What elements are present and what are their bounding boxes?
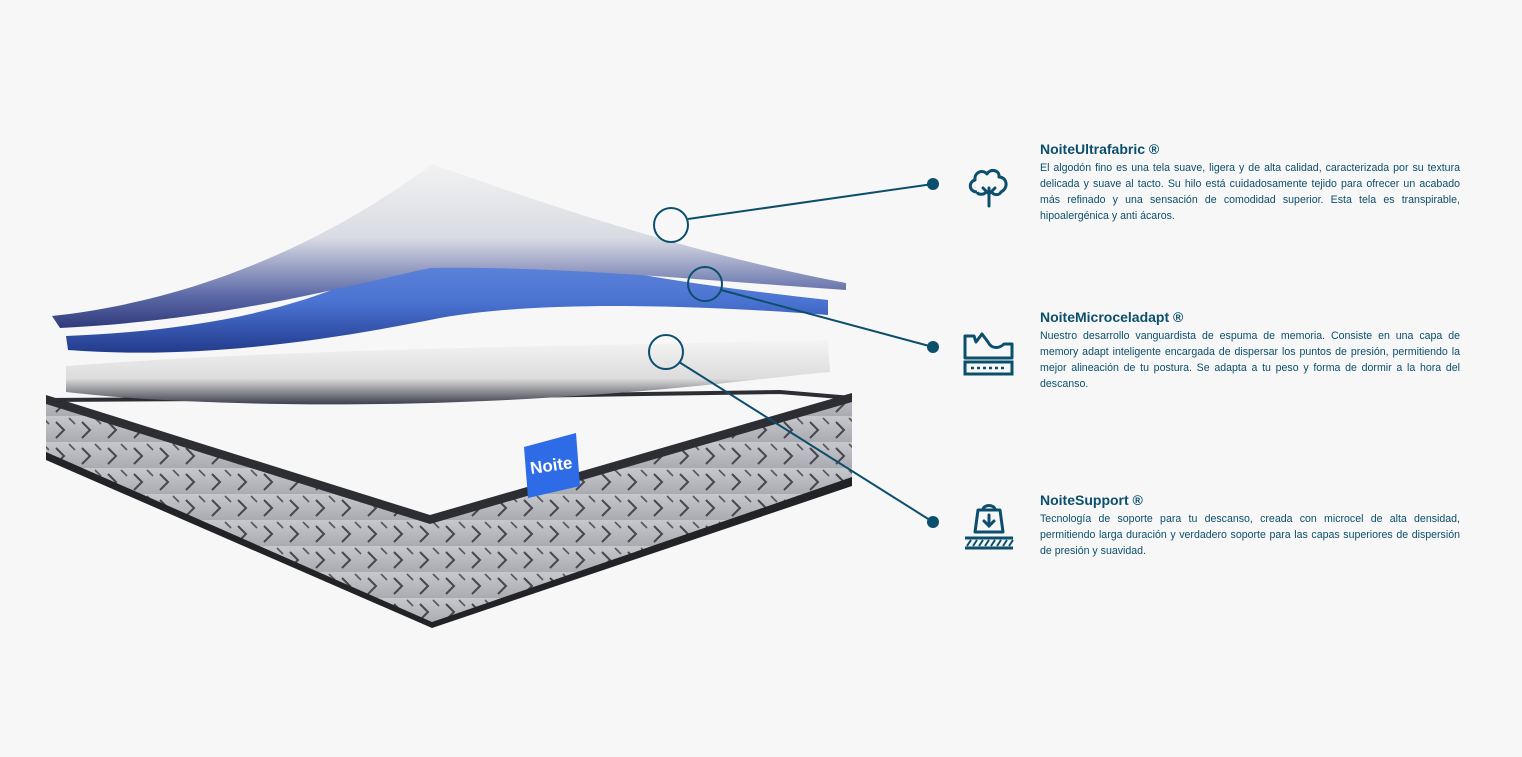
feature-title: NoiteMicroceladapt ® xyxy=(1040,309,1184,325)
brand-tag: Noite xyxy=(524,433,580,498)
support-weight-icon xyxy=(965,504,1014,550)
fabric-top-layer xyxy=(52,164,846,328)
callout-ultrafabric xyxy=(653,178,939,243)
feature-description: El algodón fino es una tela suave, liger… xyxy=(1040,162,1460,222)
cotton-plant-icon xyxy=(968,168,1008,208)
feature-support: NoiteSupport ® Tecnología de soporte par… xyxy=(1040,492,1460,559)
feature-title: NoiteSupport ® xyxy=(1040,492,1143,508)
feature-microceladapt: NoiteMicroceladapt ® Nuestro desarrollo … xyxy=(1040,309,1460,392)
support-foam-layer xyxy=(66,340,830,405)
feature-ultrafabric: NoiteUltrafabric ® El algodón fino es un… xyxy=(1040,141,1460,224)
callout-support xyxy=(648,334,939,528)
callout-microceladapt xyxy=(687,266,939,353)
memory-foam-icon xyxy=(963,332,1014,376)
feature-title: NoiteUltrafabric ® xyxy=(1040,141,1160,157)
mattress-base xyxy=(45,389,853,628)
memory-foam-layer xyxy=(66,226,828,353)
feature-description: Nuestro desarrollo vanguardista de espum… xyxy=(1040,330,1460,390)
feature-description: Tecnología de soporte para tu descanso, … xyxy=(1040,513,1460,557)
